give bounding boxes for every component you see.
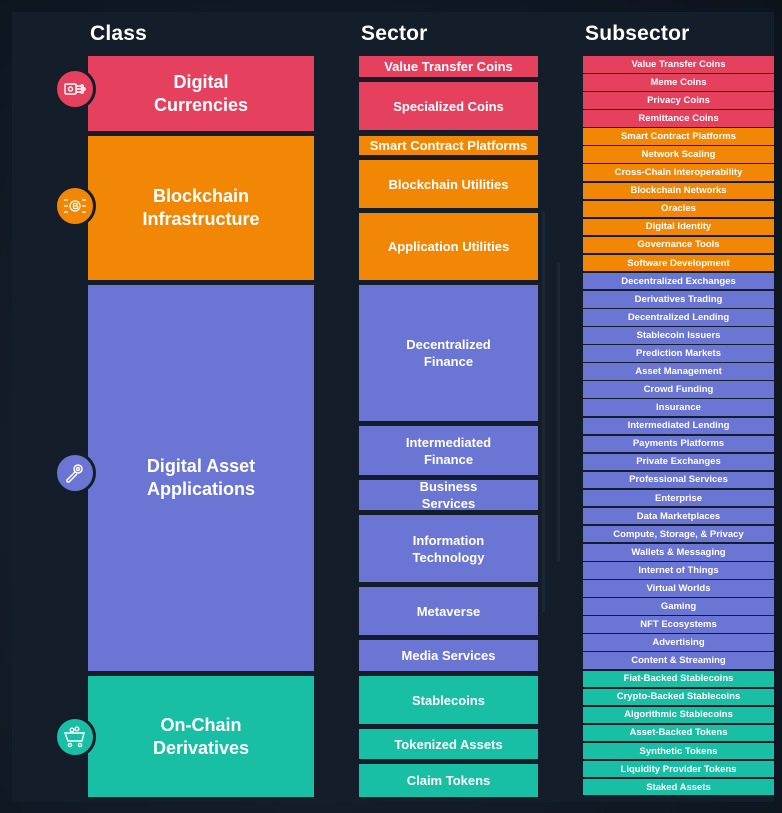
sector-box: Business Services xyxy=(359,479,538,511)
subsector-box: Professional Services xyxy=(583,471,774,489)
subsector-box: Governance Tools xyxy=(583,236,774,254)
class-digital-currencies: Digital Currencies xyxy=(88,56,314,131)
subsector-box: Meme Coins xyxy=(583,74,774,91)
subsector-box: Prediction Markets xyxy=(583,345,774,362)
subsector-box: Virtual Worlds xyxy=(583,580,774,597)
subsector-box: Algorithmic Stablecoins xyxy=(583,706,774,724)
subsector-box: Software Development xyxy=(583,254,774,272)
subsector-box: Blockchain Networks xyxy=(583,182,774,199)
subsector-box: Private Exchanges xyxy=(583,453,774,471)
sector-box: Decentralized Finance xyxy=(359,285,538,421)
subsector-box: Cross-Chain Interoperability xyxy=(583,164,774,181)
wrench-gear-icon xyxy=(54,452,96,494)
sector-box: Intermediated Finance xyxy=(359,426,538,475)
sector-box: Application Utilities xyxy=(359,213,538,280)
subsector-box: Content & Streaming xyxy=(583,652,774,669)
binary-bitcoin-icon xyxy=(54,185,96,227)
sector-box: Tokenized Assets xyxy=(359,729,538,759)
subsector-box: Fiat-Backed Stablecoins xyxy=(583,670,774,687)
sector-box: Blockchain Utilities xyxy=(359,160,538,208)
subsector-box: Privacy Coins xyxy=(583,92,774,109)
class-header: Class xyxy=(90,22,148,45)
subsector-box: Decentralized Lending xyxy=(583,309,774,326)
sector-box: Smart Contract Platforms xyxy=(359,136,538,155)
background-candle xyxy=(542,212,545,612)
sector-box: Metaverse xyxy=(359,587,538,635)
class-on-chain-derivatives: On-Chain Derivatives xyxy=(88,676,314,797)
sector-box: Stablecoins xyxy=(359,676,538,724)
subsector-box: Network Scaling xyxy=(583,146,774,163)
sector-box: Information Technology xyxy=(359,515,538,582)
subsector-box: Compute, Storage, & Privacy xyxy=(583,525,774,543)
subsector-box: Smart Contract Platforms xyxy=(583,128,774,145)
sector-box: Specialized Coins xyxy=(359,82,538,130)
subsector-box: Remittance Coins xyxy=(583,110,774,127)
cart-coins-icon xyxy=(54,716,96,758)
subsector-box: Synthetic Tokens xyxy=(583,742,774,760)
subsector-box: Digital Identity xyxy=(583,218,774,236)
subsector-box: Gaming xyxy=(583,598,774,615)
subsector-box: Data Marketplaces xyxy=(583,507,774,525)
subsector-box: Intermediated Lending xyxy=(583,417,774,434)
subsector-box: Crypto-Backed Stablecoins xyxy=(583,688,774,706)
subsector-box: Oracles xyxy=(583,200,774,218)
subsector-header: Subsector xyxy=(585,22,690,45)
subsector-box: Advertising xyxy=(583,634,774,651)
subsector-box: Insurance xyxy=(583,399,774,416)
subsector-box: Internet of Things xyxy=(583,562,774,579)
class-digital-asset-applications: Digital Asset Applications xyxy=(88,285,314,671)
sector-box: Media Services xyxy=(359,640,538,671)
class-blockchain-infrastructure: Blockchain Infrastructure xyxy=(88,136,314,280)
subsector-box: NFT Ecosystems xyxy=(583,616,774,633)
subsector-box: Stablecoin Issuers xyxy=(583,327,774,344)
subsector-box: Payments Platforms xyxy=(583,435,774,452)
subsector-box: Derivatives Trading xyxy=(583,291,774,308)
sector-box: Value Transfer Coins xyxy=(359,56,538,77)
subsector-box: Value Transfer Coins xyxy=(583,56,774,73)
subsector-box: Wallets & Messaging xyxy=(583,544,774,561)
sector-header: Sector xyxy=(361,22,428,45)
subsector-box: Decentralized Exchanges xyxy=(583,272,774,290)
background-candle xyxy=(557,262,560,562)
subsector-box: Staked Assets xyxy=(583,778,774,796)
sector-box: Claim Tokens xyxy=(359,764,538,797)
circuit-money-icon xyxy=(54,68,96,110)
subsector-box: Asset-Backed Tokens xyxy=(583,724,774,742)
subsector-box: Crowd Funding xyxy=(583,381,774,398)
subsector-box: Asset Management xyxy=(583,363,774,380)
subsector-box: Liquidity Provider Tokens xyxy=(583,760,774,778)
subsector-box: Enterprise xyxy=(583,489,774,507)
